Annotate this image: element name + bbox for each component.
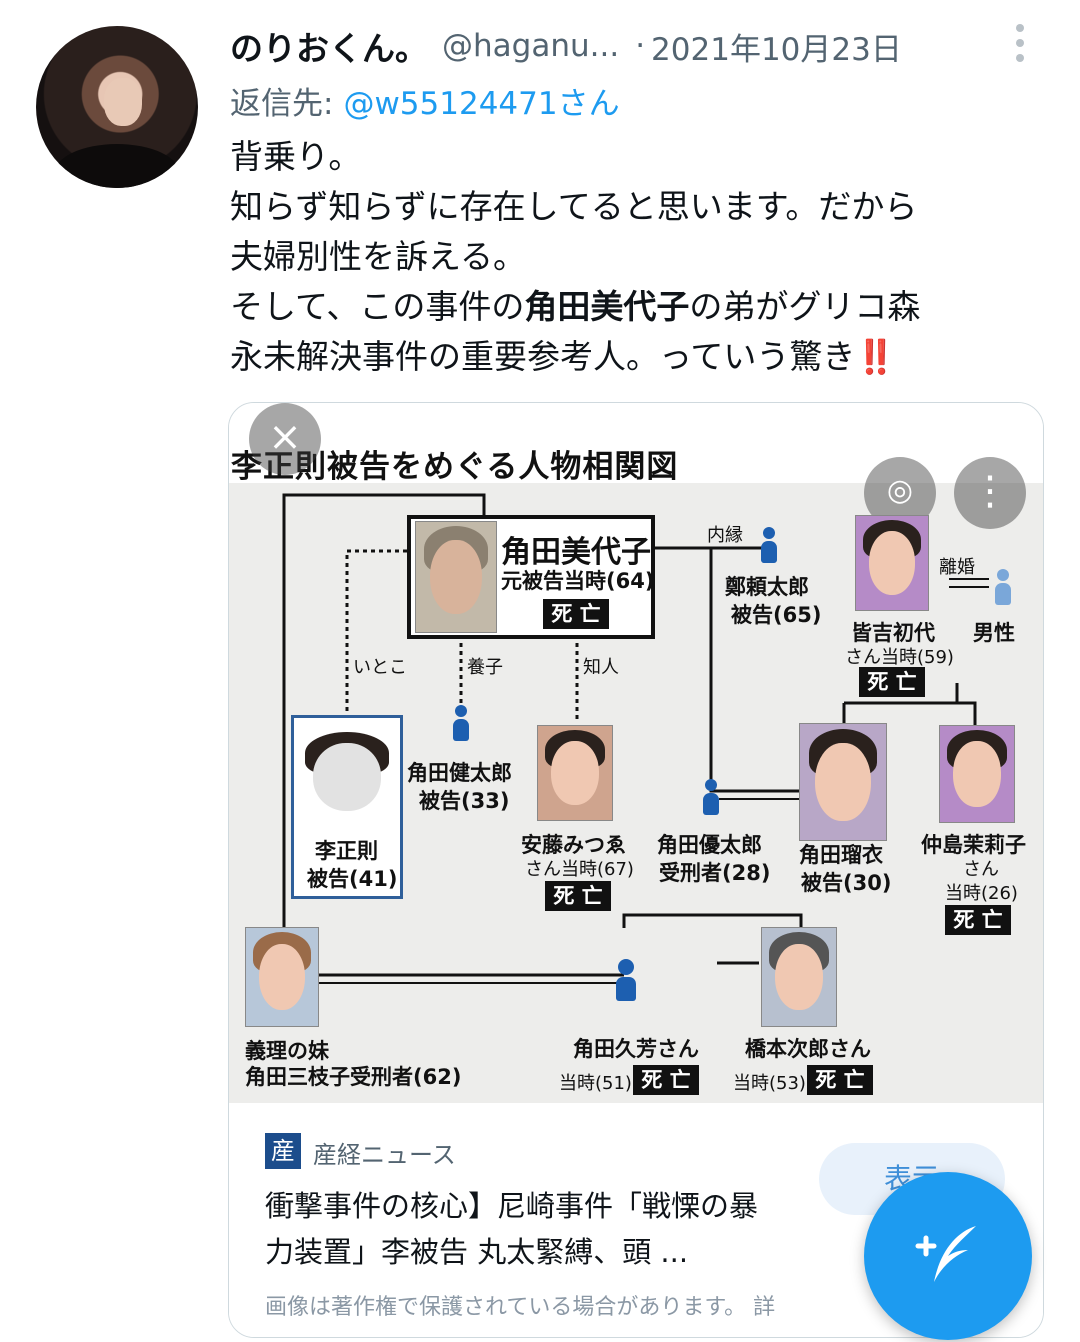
ri-sub: 被告(41) bbox=[307, 867, 398, 891]
chijin-label: 知人 bbox=[583, 657, 619, 678]
hashimoto-sub: 当時(53) bbox=[733, 1073, 806, 1094]
tei-name: 鄭頼太郎 bbox=[725, 575, 809, 599]
silhouette-icon bbox=[616, 959, 636, 1001]
tweet-date[interactable]: 2021年10月23日 bbox=[651, 31, 902, 68]
dead-badge: 死 亡 bbox=[633, 1065, 699, 1095]
tweet-line: そして、この事件の角田美代子の弟がグリコ森 bbox=[230, 282, 1040, 332]
tweet-line: 夫婦別性を訴える。 bbox=[230, 237, 527, 276]
nakashima-name: 仲島茉莉子 bbox=[921, 833, 1026, 857]
card-image[interactable]: 李正則被告をめぐる人物相関図 bbox=[229, 403, 1043, 1103]
ando-sub: さん当時(67) bbox=[525, 859, 634, 880]
reply-to-link[interactable]: @w55124471さん bbox=[343, 86, 620, 122]
photo-miyoko bbox=[415, 521, 497, 633]
tweet-header: のりおくん。 @haganu... ·2021年10月23日 bbox=[230, 22, 1050, 72]
itoko-label: いとこ bbox=[353, 657, 407, 678]
source-name: 産経ニュース bbox=[313, 1141, 456, 1169]
tweet-text-segment: 永未解決事件の重要参考人。っていう驚き bbox=[230, 337, 856, 376]
close-icon[interactable]: × bbox=[249, 403, 321, 475]
tweet-line: 永未解決事件の重要参考人。っていう驚き‼️ bbox=[230, 332, 1040, 382]
compose-button[interactable] bbox=[864, 1172, 1032, 1340]
desc-line: 力装置」李被告 丸太緊縛、頭 ... bbox=[265, 1235, 689, 1269]
minayoshi-name: 皆吉初代 bbox=[851, 621, 935, 645]
tweet-bold-name: 角田美代子 bbox=[524, 287, 690, 326]
diagram-lines bbox=[282, 493, 989, 984]
kentaro-sub: 被告(33) bbox=[419, 789, 510, 813]
tweet-text-segment: そして、この事件の bbox=[230, 287, 525, 326]
photo-minayoshi bbox=[855, 515, 929, 611]
more-icon[interactable] bbox=[1010, 20, 1030, 64]
image-title-bar bbox=[229, 403, 1043, 483]
rikon-label: 離婚 bbox=[939, 557, 975, 578]
nakashima-sub1: さん bbox=[963, 859, 999, 880]
photo-rui bbox=[799, 723, 887, 841]
mieko-label: 義理の妹 bbox=[245, 1039, 329, 1063]
tweet-text-segment: の弟がグリコ森 bbox=[689, 287, 921, 326]
nakashima-sub2: 当時(26) bbox=[945, 883, 1018, 904]
dead-badge: 死 亡 bbox=[859, 667, 925, 697]
separator: · bbox=[635, 28, 646, 64]
compose-tweet-icon bbox=[915, 1226, 976, 1282]
display-name[interactable]: のりおくん。 bbox=[230, 29, 428, 68]
tweet-text: 背乗り。 知らず知らずに存在してると思います。だから 夫婦別性を訴える。 そして… bbox=[230, 132, 1040, 382]
mieko-name: 角田三枝子受刑者(62) bbox=[245, 1065, 462, 1089]
rui-sub: 被告(30) bbox=[801, 871, 892, 895]
hashimoto-name: 橋本次郎さん bbox=[745, 1037, 871, 1061]
handle[interactable]: @haganu... bbox=[442, 28, 620, 64]
copyright-notice: 画像は著作権で保護されている場合があります。 詳 bbox=[265, 1295, 776, 1320]
avatar-face bbox=[104, 78, 142, 126]
silhouette-icon bbox=[703, 779, 719, 815]
sankei-logo-icon: 産 bbox=[265, 1133, 301, 1169]
reply-to: 返信先:@w55124471さん bbox=[230, 78, 620, 123]
silhouette-icon bbox=[995, 569, 1011, 605]
naien-label: 内縁 bbox=[707, 525, 743, 546]
dead-badge: 死 亡 bbox=[543, 599, 609, 629]
tweet-line: 背乗り。 bbox=[230, 137, 362, 176]
kentaro-name: 角田健太郎 bbox=[407, 761, 512, 785]
avatar-dress bbox=[54, 144, 180, 188]
avatar[interactable] bbox=[36, 26, 198, 188]
double-exclamation-icon: ‼️ bbox=[855, 337, 897, 376]
yutaro-name: 角田優太郎 bbox=[657, 833, 762, 857]
reply-prefix: 返信先: bbox=[230, 86, 334, 122]
ri-name: 李正則 bbox=[315, 839, 378, 863]
tweet-line: 知らず知らずに存在してると思います。だから bbox=[230, 187, 918, 226]
tei-sub: 被告(65) bbox=[731, 603, 822, 627]
silhouette-icon bbox=[453, 705, 469, 741]
dead-badge: 死 亡 bbox=[945, 905, 1011, 935]
miyoko-name: 角田美代子 bbox=[501, 535, 651, 570]
rui-name: 角田瑠衣 bbox=[799, 843, 883, 867]
yutaro-sub: 受刑者(28) bbox=[659, 861, 771, 885]
card-description: 衝撃事件の核心】尼崎事件「戦慄の暴 力装置」李被告 丸太緊縛、頭 ... bbox=[265, 1183, 825, 1275]
more-vertical-icon[interactable]: ⋮ bbox=[954, 457, 1026, 529]
yoshi-label: 養子 bbox=[467, 657, 503, 678]
photo-ri bbox=[291, 715, 403, 899]
photo-hashimoto bbox=[761, 927, 837, 1027]
photo-mieko bbox=[245, 927, 319, 1027]
dead-badge: 死 亡 bbox=[807, 1065, 873, 1095]
dead-badge: 死 亡 bbox=[545, 881, 611, 911]
hisayoshi-sub: 当時(51) bbox=[559, 1073, 632, 1094]
dansei-label: 男性 bbox=[973, 621, 1015, 645]
photo-nakashima bbox=[939, 725, 1015, 823]
miyoko-sub: 元被告当時(64) bbox=[501, 569, 655, 593]
image-title: 李正則被告をめぐる人物相関図 bbox=[231, 449, 679, 485]
hisayoshi-name: 角田久芳さん bbox=[573, 1037, 699, 1061]
silhouette-icon bbox=[761, 527, 777, 563]
minayoshi-sub: さん当時(59) bbox=[845, 647, 954, 668]
photo-ando bbox=[537, 725, 613, 821]
ando-name: 安藤みつゑ bbox=[521, 833, 626, 857]
desc-line: 衝撃事件の核心】尼崎事件「戦慄の暴 bbox=[265, 1189, 759, 1223]
